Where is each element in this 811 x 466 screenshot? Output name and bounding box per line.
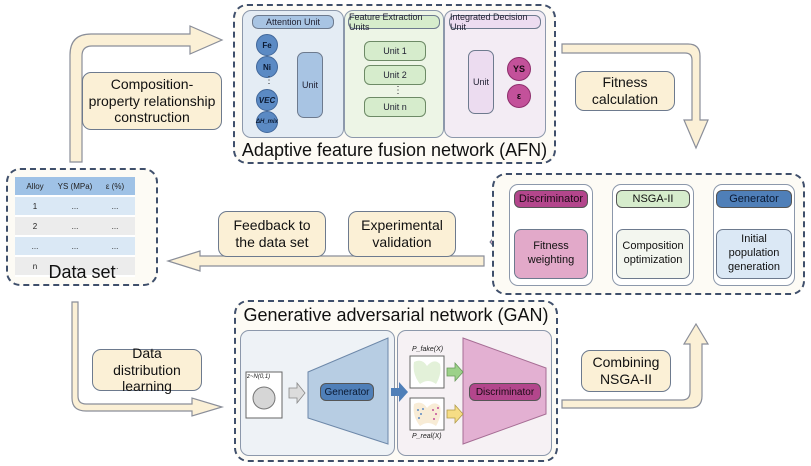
integrated-decision-header: Integrated Decision Unit bbox=[449, 12, 541, 32]
noise-circle bbox=[252, 386, 276, 410]
dataset-title: Data set bbox=[48, 262, 116, 282]
real-blob bbox=[413, 402, 441, 426]
table-cell: ... bbox=[95, 216, 135, 237]
input-node-fe: Fe bbox=[256, 34, 278, 56]
attention-unit-header: Attention Unit bbox=[252, 15, 334, 29]
gen-output-arrow-icon bbox=[391, 382, 408, 402]
output-node-elongation: ε bbox=[507, 84, 531, 108]
attention-unit-node: Unit bbox=[297, 52, 323, 118]
arrow-to-gan-shaft bbox=[71, 301, 225, 417]
decision-unit-node: Unit bbox=[468, 50, 494, 114]
gan-generator-label: Generator bbox=[320, 383, 374, 401]
arrow-fitness bbox=[561, 43, 709, 150]
dataset-table: Alloy YS (MPa) ε (%) 1 ... ... 2 ... ...… bbox=[15, 177, 135, 277]
noise-arrow-icon bbox=[288, 381, 306, 405]
input-node-vec: VEC bbox=[256, 89, 278, 111]
arrow-to-afn bbox=[69, 25, 224, 163]
dataset-header-row: Alloy YS (MPa) ε (%) bbox=[15, 177, 135, 197]
label-fitness-calculation: Fitness calculation bbox=[575, 71, 675, 111]
table-cell: ... bbox=[55, 216, 95, 237]
label-experimental-validation: Experimental validation bbox=[348, 211, 456, 257]
column-header-elongation: ε (%) bbox=[95, 177, 135, 197]
gan-title: Generative adversarial network (GAN) bbox=[243, 305, 549, 325]
label-feedback: Feedback to the data set bbox=[218, 211, 326, 257]
noise-label: z~N(0,1) bbox=[247, 374, 271, 380]
feature-unit-2: Unit 2 bbox=[364, 65, 426, 85]
p-fake-label: P_fake(X) bbox=[412, 346, 444, 353]
table-cell: ... bbox=[95, 236, 135, 257]
input-node-dhmix: ΔH_mix bbox=[256, 111, 278, 133]
feature-extraction-header: Feature Extraction Units bbox=[348, 12, 440, 32]
table-cell: ... bbox=[55, 256, 95, 277]
discriminator-header: Discriminator bbox=[514, 190, 588, 208]
label-data-distribution: Data distribution learning bbox=[92, 345, 202, 394]
table-cell: 1 bbox=[15, 196, 55, 217]
fake-arrow-icon bbox=[446, 361, 464, 383]
generator-body: Initial population generation bbox=[716, 229, 792, 279]
feature-unit-1: Unit 1 bbox=[364, 41, 426, 61]
label-combining-nsga: Combining NSGA-II bbox=[581, 350, 671, 392]
feature-ellipsis: ⋮ bbox=[393, 85, 403, 96]
output-node-ys: YS bbox=[507, 57, 531, 81]
arrow-combining bbox=[561, 322, 710, 409]
nsga-body: Composition optimization bbox=[616, 229, 690, 279]
table-cell: ... bbox=[95, 256, 135, 277]
table-row: n ... ... bbox=[15, 256, 135, 277]
table-cell: n bbox=[15, 256, 55, 277]
table-cell: ... bbox=[95, 196, 135, 217]
nsga-header: NSGA-II bbox=[616, 190, 690, 208]
table-cell: ... bbox=[15, 236, 55, 257]
table-row: ... ... ... bbox=[15, 236, 135, 257]
feature-unit-n: Unit n bbox=[364, 97, 426, 117]
column-header-alloy: Alloy bbox=[15, 177, 55, 197]
p-real-label: P_real(X) bbox=[412, 433, 442, 440]
afn-title: Adaptive feature fusion network (AFN) bbox=[241, 140, 548, 160]
discriminator-body: Fitness weighting bbox=[514, 229, 588, 279]
table-cell: 2 bbox=[15, 216, 55, 237]
real-points bbox=[417, 408, 424, 419]
fake-blob bbox=[413, 360, 441, 384]
input-node-ni: Ni bbox=[256, 56, 278, 78]
table-row: 2 ... ... bbox=[15, 216, 135, 237]
generator-header: Generator bbox=[716, 190, 792, 208]
gan-discriminator-label: Discriminator bbox=[469, 383, 541, 401]
table-cell: ... bbox=[55, 236, 95, 257]
label-composition-property: Composition-property relationship constr… bbox=[82, 72, 222, 130]
input-ellipsis: ⋮ bbox=[264, 75, 274, 86]
table-row: 1 ... ... bbox=[15, 196, 135, 217]
column-header-ys: YS (MPa) bbox=[55, 177, 95, 197]
table-cell: ... bbox=[55, 196, 95, 217]
real-points-pink bbox=[432, 407, 439, 420]
real-arrow-icon bbox=[446, 403, 464, 425]
